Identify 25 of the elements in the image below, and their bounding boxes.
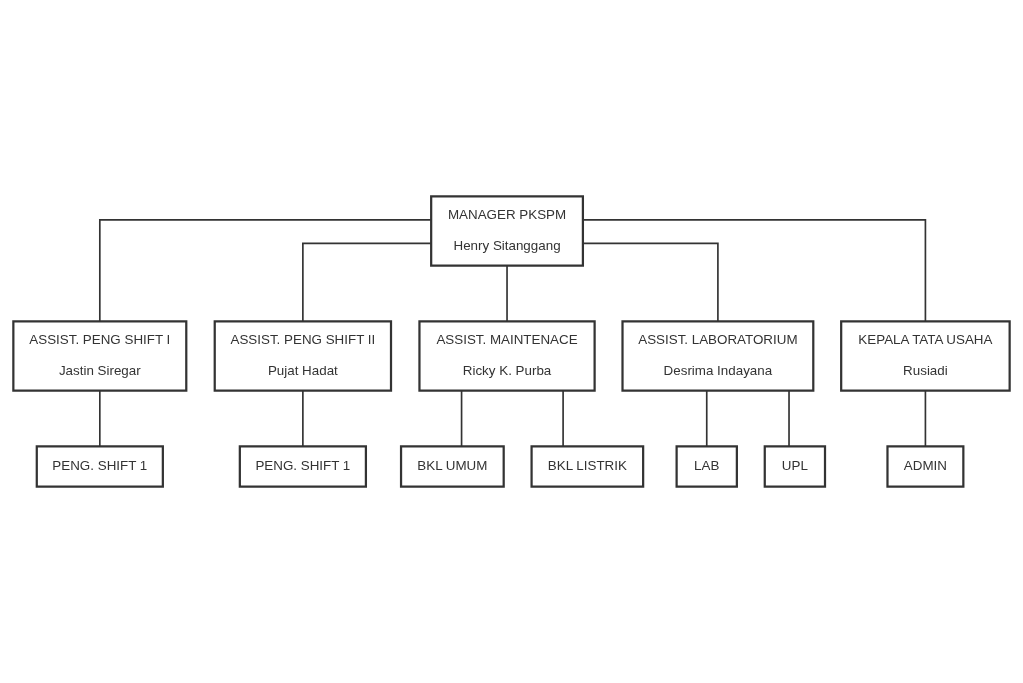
node-box: UPL bbox=[763, 445, 827, 488]
connector bbox=[99, 389, 101, 447]
node-box: LAB bbox=[675, 445, 738, 488]
node-box: MANAGER PKSPM Henry Sitanggang bbox=[430, 195, 584, 267]
connector bbox=[582, 219, 927, 323]
node-box: BKL LISTRIK bbox=[530, 445, 645, 488]
node-box: PENG. SHIFT 1 bbox=[35, 445, 164, 488]
connector bbox=[705, 389, 708, 447]
node-box: ASSIST. PENG SHIFT I Jastin Siregar bbox=[12, 320, 188, 392]
connector bbox=[460, 389, 463, 447]
node-box: BKL UMUM bbox=[399, 445, 505, 488]
node-box: ASSIST. MAINTENACE Ricky K. Purba bbox=[418, 320, 596, 392]
connector bbox=[924, 389, 927, 447]
connector bbox=[302, 389, 304, 447]
connector bbox=[582, 242, 719, 323]
connector bbox=[99, 219, 432, 323]
node-box: PENG. SHIFT 1 bbox=[238, 445, 367, 488]
node-box: ASSIST. LABORATORIUM Desrima Indayana bbox=[621, 320, 815, 392]
node-box: KEPALA TATA USAHA Rusiadi bbox=[840, 320, 1011, 392]
node-box: ADMIN bbox=[886, 445, 965, 488]
connector bbox=[506, 265, 508, 323]
connector bbox=[302, 242, 432, 323]
connector bbox=[788, 389, 790, 447]
connector bbox=[562, 389, 564, 447]
node-box: ASSIST. PENG SHIFT II Pujat Hadat bbox=[213, 320, 393, 392]
